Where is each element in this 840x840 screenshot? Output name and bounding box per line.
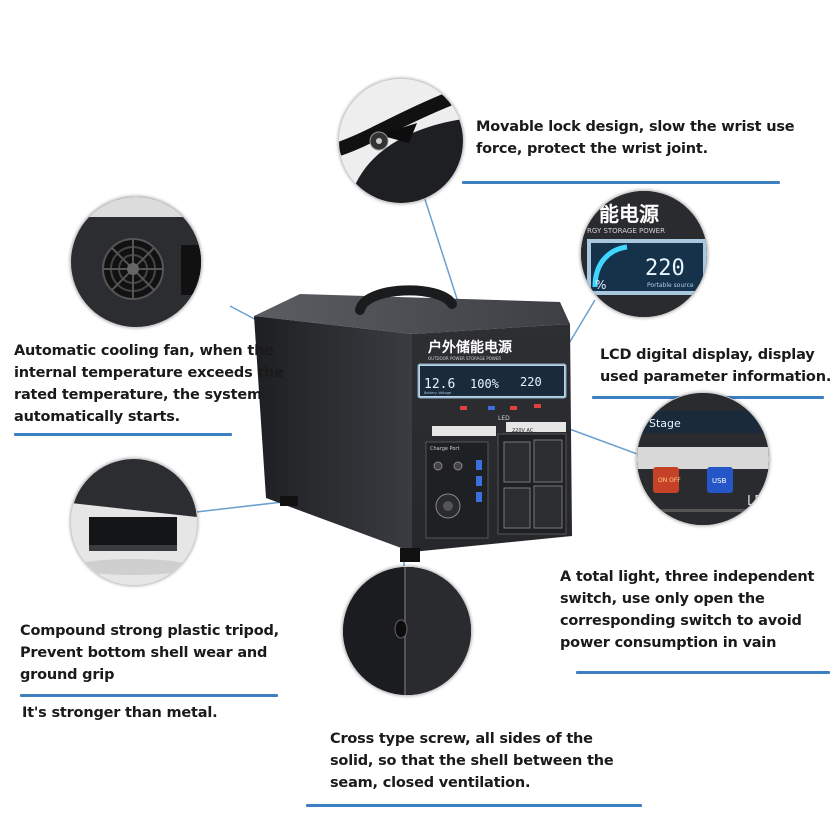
leader-lock bbox=[421, 189, 459, 303]
device-lcd-percent: 100% bbox=[470, 377, 500, 391]
zoom-display-percent: % bbox=[595, 278, 606, 292]
device-led-blue bbox=[488, 406, 495, 410]
caption-switch: A total light, three independent switch,… bbox=[560, 569, 815, 651]
device-label-strip bbox=[506, 422, 566, 432]
zoom-lock-bubble bbox=[338, 78, 464, 204]
rule-lock bbox=[462, 181, 780, 184]
device-lcd-voltage: 12.6 bbox=[424, 377, 455, 392]
zoom-tripod-bubble bbox=[70, 458, 198, 586]
device-brand-en: OUTDOOR POWER STORAGE POWER bbox=[428, 356, 501, 361]
caption-tripod: Compound strong plastic tripod, Prevent … bbox=[20, 623, 279, 683]
device-charge-port-label: Charge Port bbox=[430, 446, 459, 452]
zoom-switch-usb-button bbox=[707, 467, 733, 493]
zoom-display-brand-en: RGY STORAGE POWER bbox=[587, 227, 665, 235]
device-foot bbox=[400, 548, 420, 562]
device-ac-outlet bbox=[533, 439, 563, 483]
device-top bbox=[254, 294, 570, 334]
zoom-display-value: 220 bbox=[645, 256, 685, 281]
device-ac-label: 220V AC bbox=[512, 428, 534, 434]
zoom-fan-bubble bbox=[70, 196, 202, 328]
device-brand-cn: 户外储能电源 bbox=[428, 339, 512, 356]
device-led-red bbox=[460, 406, 467, 410]
rule-switch bbox=[576, 671, 830, 674]
power-station-illustration: 户外储能电源 OUTDOOR POWER STORAGE POWER 12.6 … bbox=[254, 285, 572, 562]
device-foot bbox=[280, 496, 298, 506]
screw-icon bbox=[394, 619, 408, 639]
zoom-screw-bubble bbox=[342, 566, 472, 696]
caption-display: LCD digital display, display used parame… bbox=[600, 347, 832, 385]
device-ac-outlet bbox=[503, 441, 531, 483]
device-label-strip bbox=[432, 426, 496, 436]
zoom-switch-off-label: ON OFF bbox=[658, 477, 681, 484]
zoom-switch-power-button bbox=[653, 467, 679, 493]
device-led-red bbox=[534, 404, 541, 408]
device-ac-outlet bbox=[533, 485, 563, 529]
zoom-switch-stage-label: Stage bbox=[649, 417, 681, 430]
caption-fan: Automatic cooling fan, when the internal… bbox=[14, 343, 284, 425]
zoom-switch-usb-label: USB bbox=[712, 477, 727, 485]
zoom-display-unit: Portable source bbox=[647, 282, 694, 289]
caption-metal: It's stronger than metal. bbox=[22, 705, 218, 721]
leader-display bbox=[567, 299, 596, 346]
device-handle bbox=[355, 285, 457, 315]
device-ac-outlet bbox=[503, 487, 531, 529]
device-lcd-voltage-label: Battery Voltage bbox=[424, 391, 451, 395]
device-side bbox=[254, 316, 412, 552]
rule-tripod bbox=[20, 694, 278, 697]
rule-fan bbox=[14, 433, 232, 436]
zoom-switch-bubble: Stage ON OFF USB LE bbox=[636, 392, 770, 526]
device-led-red bbox=[510, 406, 517, 410]
rule-screw bbox=[306, 804, 642, 807]
device-usb-panel bbox=[425, 441, 489, 539]
device-led-label: LED bbox=[498, 415, 510, 422]
device-lcd-output: 220 bbox=[520, 375, 542, 389]
caption-lock: Movable lock design, slow the wrist use … bbox=[476, 119, 795, 157]
zoom-display-brand-cn: 能电源 bbox=[599, 202, 659, 226]
zoom-display-bubble: 能电源 RGY STORAGE POWER % 220 Portable sou… bbox=[580, 190, 708, 318]
caption-screw: Cross type screw, all sides of the solid… bbox=[330, 731, 614, 791]
